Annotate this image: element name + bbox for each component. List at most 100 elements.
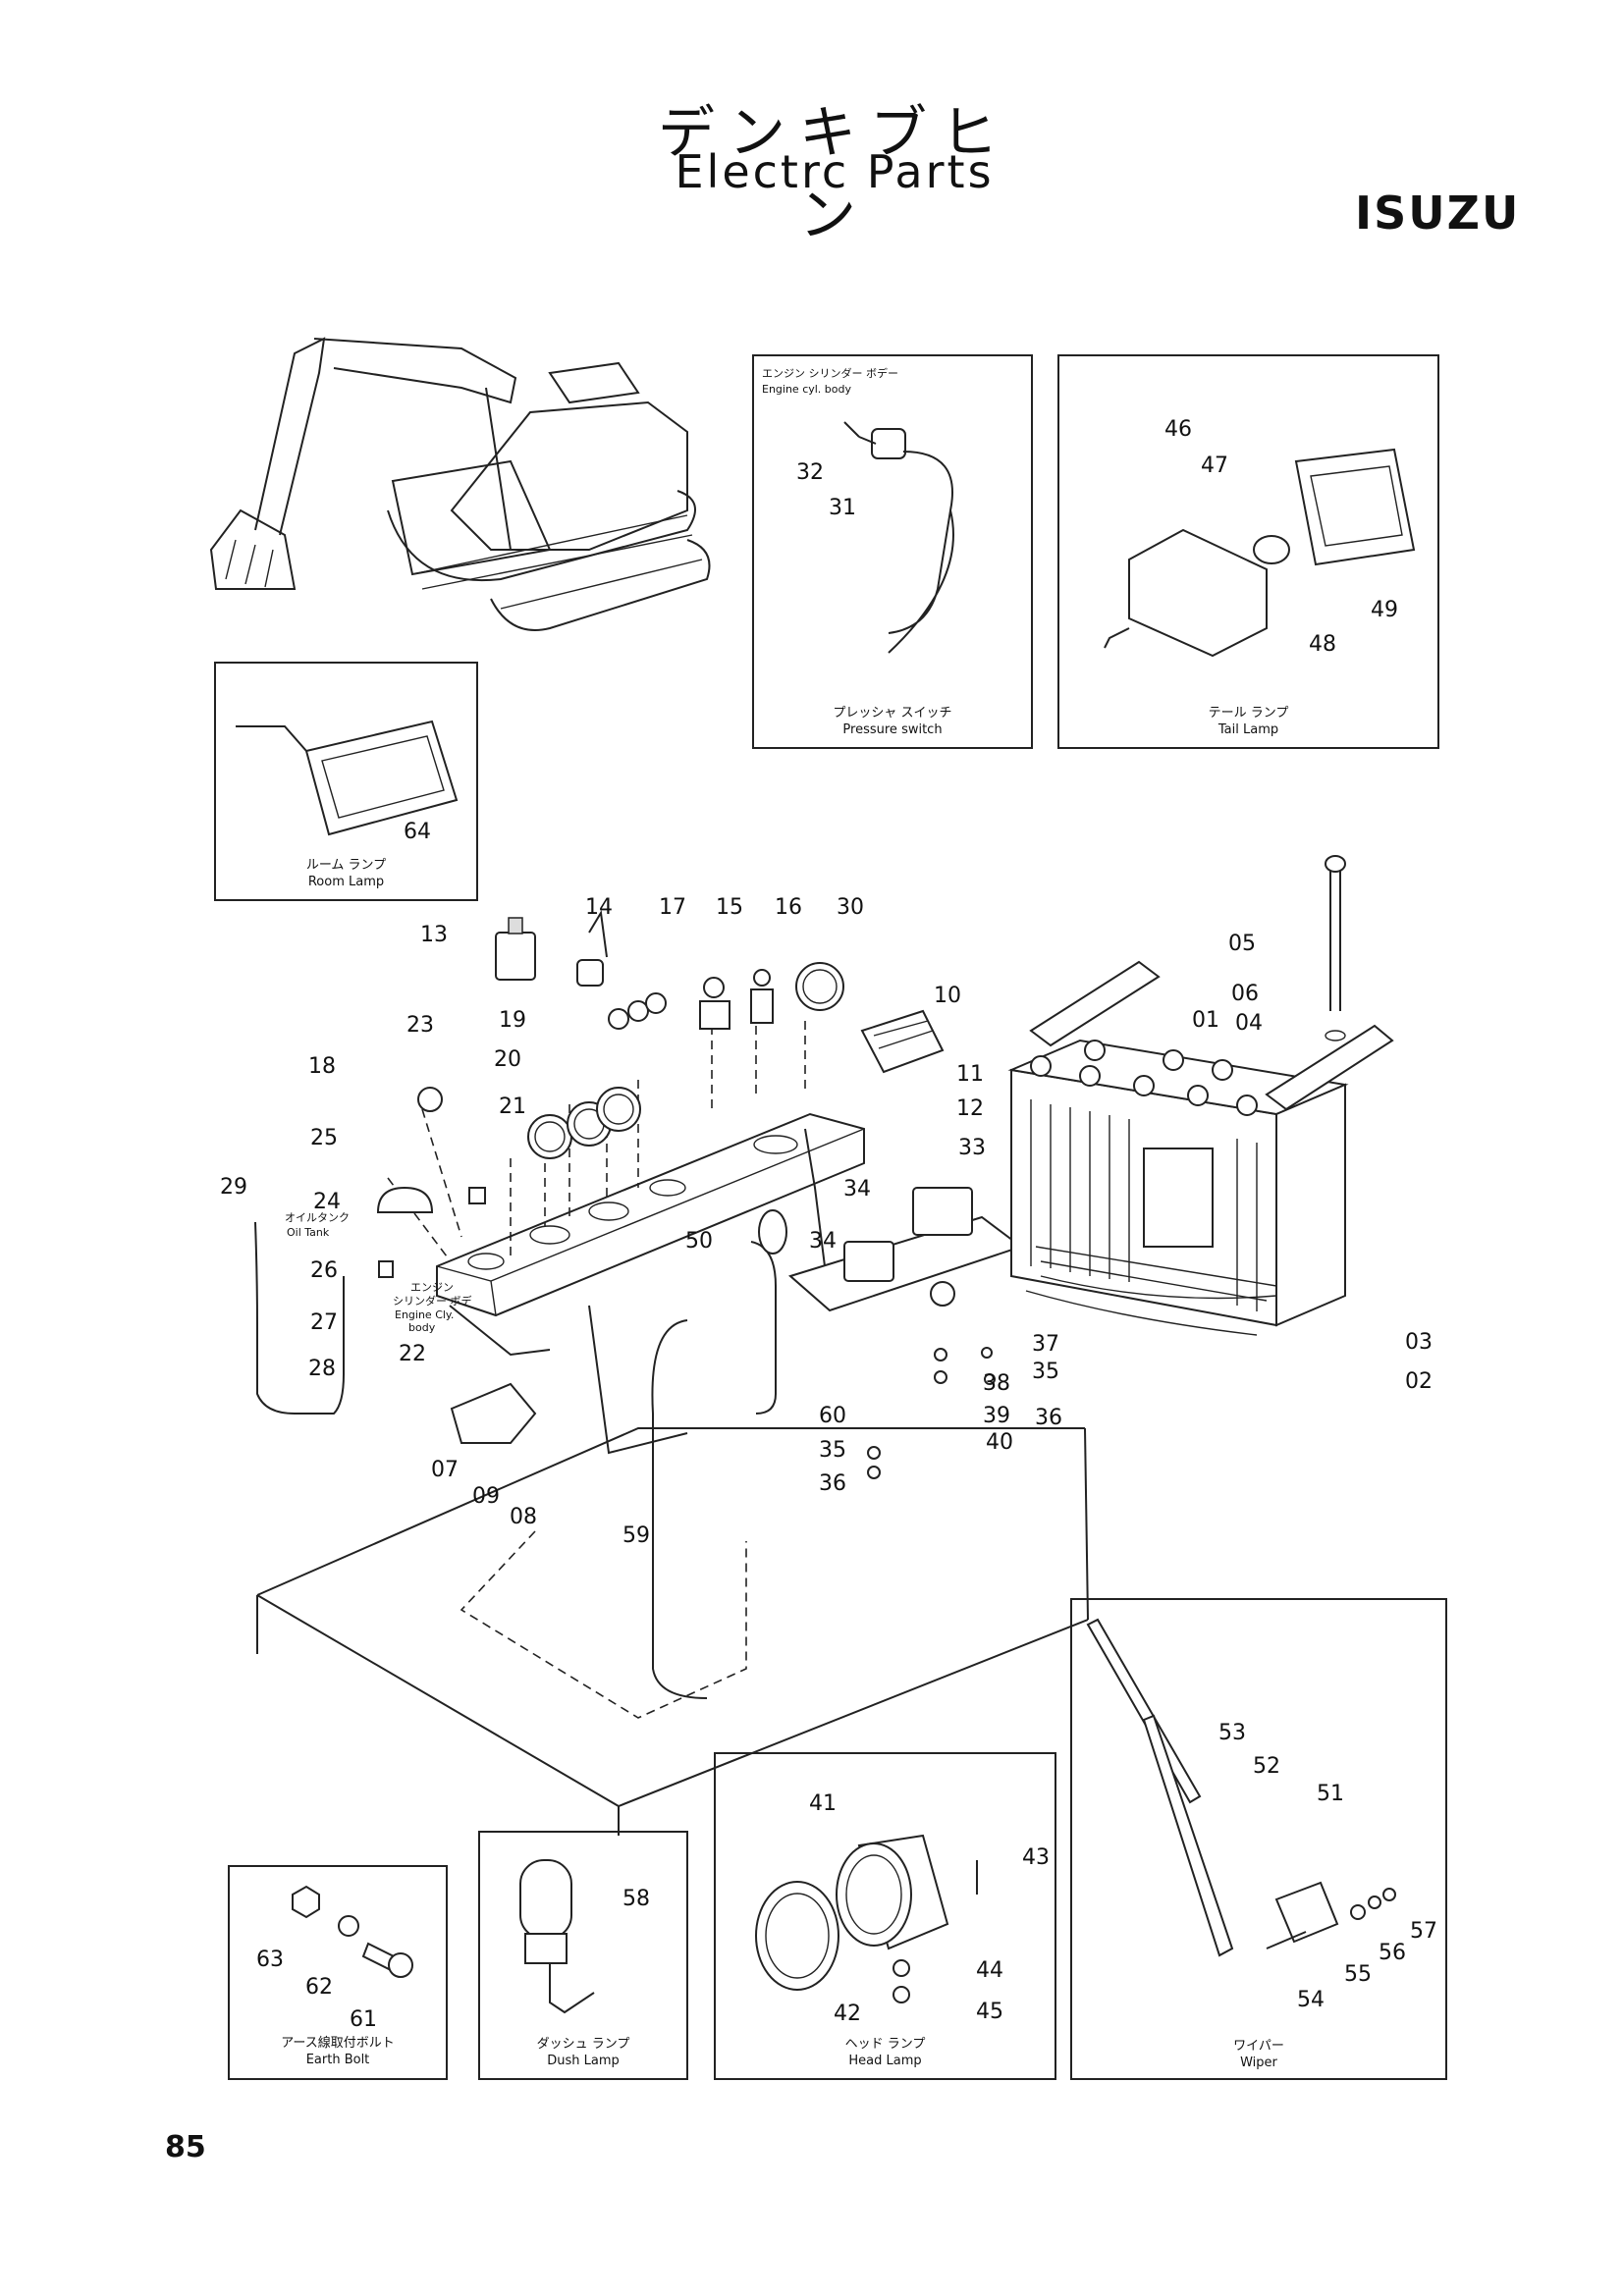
callout-46: 46 xyxy=(1164,417,1192,442)
callout-06: 06 xyxy=(1231,982,1259,1006)
callout-07: 07 xyxy=(431,1458,459,1482)
callout-38: 38 xyxy=(983,1371,1010,1396)
callout-34a: 34 xyxy=(843,1177,871,1201)
callout-02: 02 xyxy=(1405,1369,1433,1394)
callout-63: 63 xyxy=(256,1948,284,1972)
callout-12: 12 xyxy=(956,1096,984,1121)
callout-60: 60 xyxy=(819,1404,846,1428)
callout-11: 11 xyxy=(956,1062,984,1087)
instrument-panel xyxy=(387,1011,865,1455)
oil-tank-label: Oil Tank xyxy=(287,1226,330,1239)
head-lamp-caption-jp: ヘッド ランプ xyxy=(844,2037,926,2052)
callout-17: 17 xyxy=(659,895,686,920)
head-lamp-art xyxy=(755,1834,978,2003)
wiper-caption-jp: ワイパー xyxy=(1233,2039,1284,2054)
page-number: 85 xyxy=(165,2130,206,2164)
callout-57: 57 xyxy=(1410,1919,1437,1944)
callout-33: 33 xyxy=(958,1136,986,1160)
callout-34b: 34 xyxy=(809,1229,837,1254)
callout-40: 40 xyxy=(986,1430,1013,1455)
tail-lamp-caption-jp: テール ランプ xyxy=(1208,706,1289,721)
callout-59: 59 xyxy=(622,1523,650,1548)
dush-lamp-inset: ダッシュ ランプ Dush Lamp xyxy=(478,1831,688,2080)
callout-32: 32 xyxy=(796,460,824,485)
callout-05: 05 xyxy=(1228,932,1256,956)
room-lamp-inset: ルーム ランプ Room Lamp xyxy=(214,662,478,901)
dush-lamp-caption-jp: ダッシュ ランプ xyxy=(536,2037,630,2052)
callout-48: 48 xyxy=(1309,632,1336,657)
pressure-switch-caption: Pressure switch xyxy=(842,722,943,737)
callout-23: 23 xyxy=(406,1013,434,1038)
callout-43: 43 xyxy=(1022,1845,1050,1870)
callout-45: 45 xyxy=(976,2000,1003,2024)
excavator-illustration xyxy=(209,337,711,631)
callout-04: 04 xyxy=(1235,1011,1263,1036)
engine-cyl-note-jp: エンジン シリンダー ボデー xyxy=(762,367,898,380)
dush-lamp-caption: Dush Lamp xyxy=(547,2054,620,2068)
earth-bolt-caption: Earth Bolt xyxy=(305,2053,370,2067)
wiper-inset: ワイパー Wiper xyxy=(1070,1598,1447,2080)
dush-lamp-art xyxy=(519,1859,595,2014)
callout-21: 21 xyxy=(499,1095,526,1119)
head-lamp-inset: ヘッド ランプ Head Lamp xyxy=(714,1752,1056,2080)
callout-19: 19 xyxy=(499,1008,526,1033)
callout-24: 24 xyxy=(313,1190,341,1214)
callout-36b: 36 xyxy=(819,1471,846,1496)
callout-56: 56 xyxy=(1379,1941,1406,1965)
callout-61: 61 xyxy=(350,2007,377,2032)
pressure-switch-art xyxy=(843,421,954,654)
page-title: Electrc Parts xyxy=(675,145,995,198)
gauges-and-switches xyxy=(254,910,945,1444)
callout-26: 26 xyxy=(310,1258,338,1283)
page-title-japanese: デンキブヒン xyxy=(657,99,1011,248)
callout-10: 10 xyxy=(934,984,961,1008)
callout-15: 15 xyxy=(716,895,743,920)
callout-42: 42 xyxy=(834,2002,861,2026)
earth-bolt-inset: アース線取付ボルト Earth Bolt xyxy=(228,1865,448,2080)
callout-54: 54 xyxy=(1297,1988,1325,2012)
callout-52: 52 xyxy=(1253,1754,1280,1779)
wiper-caption: Wiper xyxy=(1240,2056,1277,2070)
callout-47: 47 xyxy=(1201,454,1228,478)
room-lamp-caption: Room Lamp xyxy=(307,875,385,889)
pressure-switch-inset: エンジン シリンダー ボデー Engine cyl. body プレッシャ スイ… xyxy=(752,354,1033,749)
oil-tank-label-jp: オイルタンク xyxy=(285,1211,350,1224)
room-lamp-art xyxy=(236,720,459,836)
callout-64: 64 xyxy=(404,820,431,844)
callout-28: 28 xyxy=(308,1357,336,1381)
callout-55: 55 xyxy=(1344,1962,1372,1987)
callout-35a: 35 xyxy=(1032,1360,1059,1384)
callout-09: 09 xyxy=(472,1484,500,1509)
callout-01: 01 xyxy=(1192,1008,1219,1033)
tail-lamp-inset: テール ランプ Tail Lamp xyxy=(1057,354,1439,749)
callout-14: 14 xyxy=(585,895,613,920)
callout-16: 16 xyxy=(775,895,802,920)
engine-note-1: Engine Cly. xyxy=(395,1308,455,1321)
callout-35b: 35 xyxy=(819,1438,846,1463)
callout-25: 25 xyxy=(310,1126,338,1150)
engine-note-jp-1: エンジン xyxy=(410,1281,454,1294)
battery-pair xyxy=(1007,855,1394,1336)
callout-39: 39 xyxy=(983,1404,1010,1428)
callout-18: 18 xyxy=(308,1054,336,1079)
callout-31: 31 xyxy=(829,496,856,520)
callout-13: 13 xyxy=(420,923,448,947)
earth-bolt-art xyxy=(292,1885,413,1978)
callout-62: 62 xyxy=(305,1975,333,2000)
base-frame xyxy=(256,1427,1089,1836)
callout-50: 50 xyxy=(685,1229,713,1254)
callout-27: 27 xyxy=(310,1310,338,1335)
callout-49: 49 xyxy=(1371,598,1398,622)
callout-03: 03 xyxy=(1405,1330,1433,1355)
callout-30: 30 xyxy=(837,895,864,920)
tail-lamp-art xyxy=(1104,448,1416,658)
engine-note-jp-2: シリンダー ボデ xyxy=(393,1295,472,1308)
callout-08: 08 xyxy=(510,1505,537,1529)
callout-37: 37 xyxy=(1032,1332,1059,1357)
callout-41: 41 xyxy=(809,1791,837,1816)
relay-assembly xyxy=(651,1187,1024,1699)
wiper-art xyxy=(1086,1618,1396,1957)
room-lamp-caption-jp: ルーム ランプ xyxy=(305,858,387,873)
callout-36a: 36 xyxy=(1035,1406,1062,1430)
